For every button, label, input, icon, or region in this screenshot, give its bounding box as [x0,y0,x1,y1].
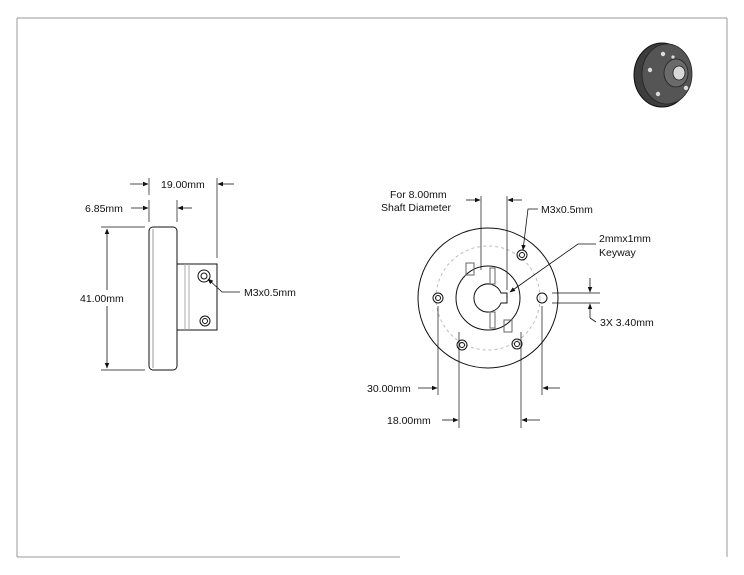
keyway-label-line2: Keyway [599,247,637,259]
dim-hub: 18.00mm [387,415,431,427]
dim-bolt-circle: 30.00mm [367,383,411,395]
shaft-bore [473,283,508,313]
front-flange-outline [417,227,559,369]
side-hub [176,263,218,331]
mounting-hole-2 [432,292,444,304]
front-setscrew-label: M3x0.5mm [541,204,593,216]
mounting-hole-3 [536,292,548,304]
side-setscrew-bottom [199,315,211,327]
side-setscrew-label: M3x0.5mm [244,287,296,299]
mounting-hole-5 [511,338,523,350]
front-view [417,196,600,428]
hole-label: 3X 3.40mm [600,317,654,329]
mounting-hole-4 [456,339,468,351]
side-setscrew-top [197,269,211,283]
isometric-view [633,42,693,108]
drawing-frame [16,17,728,558]
bore-label-line1: For 8.00mm [390,189,447,201]
dim-flange-thickness: 6.85mm [85,203,123,215]
dim-outer-diameter: 41.00mm [80,293,124,305]
front-hub-outline [455,265,521,331]
bore-label-line2: Shaft Diameter [381,202,452,214]
mounting-hole-1 [516,249,528,261]
keyway-label-line1: 2mmx1mm [599,233,651,245]
dim-overall-length: 19.00mm [161,179,205,191]
side-view [101,178,240,371]
